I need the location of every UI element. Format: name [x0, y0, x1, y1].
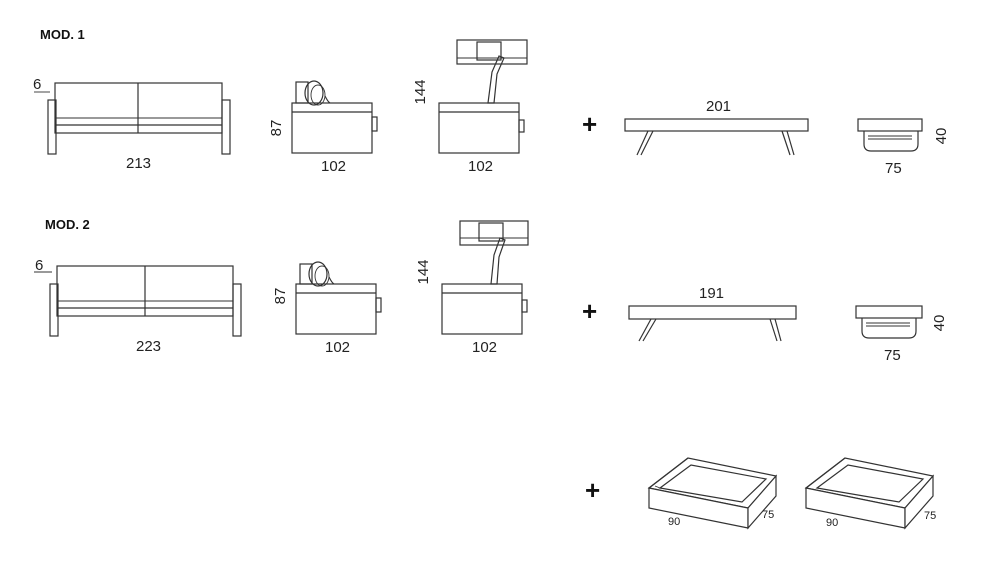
drawer-1-width-label: 90	[668, 516, 680, 528]
mod2-sofa-side-view	[295, 261, 382, 335]
mod1-side-height-label: 87	[268, 120, 285, 137]
mod2-arm-label: 6	[35, 257, 43, 274]
mod2-side-height-label: 87	[272, 288, 289, 305]
mod1-open-bed-view	[438, 39, 528, 154]
mod1-title: MOD. 1	[40, 27, 85, 42]
mod1-bed-length-label: 201	[706, 98, 731, 115]
mod1-plus-sign: +	[582, 109, 597, 139]
mod1-side-depth-label: 102	[321, 158, 346, 175]
mod1-open-depth-label: 102	[468, 158, 493, 175]
mod2-open-height-label: 144	[415, 259, 432, 284]
mod1-front-width-label: 213	[126, 155, 151, 172]
mod2-bed-end-height-label: 40	[931, 315, 948, 332]
mod2-bed-end-width-label: 75	[884, 347, 901, 364]
mod1-sofa-side-view	[291, 80, 378, 154]
mod1-bed-end-view	[857, 118, 923, 152]
drawer-2-view	[804, 457, 935, 530]
mod2-bed-frame-view	[628, 305, 797, 342]
mod2-open-bed-view	[441, 220, 529, 335]
mod2-front-width-label: 223	[136, 338, 161, 355]
mod1-arm-label: 6	[33, 76, 41, 93]
mod2-bed-length-label: 191	[699, 285, 724, 302]
drawer-2-width-label: 90	[826, 517, 838, 529]
drawer-2-depth-label: 75	[924, 510, 936, 522]
mod2-plus-sign: +	[582, 296, 597, 326]
mod1-bed-frame-view	[624, 118, 809, 156]
mod2-title: MOD. 2	[45, 217, 90, 232]
drawer-1-view	[647, 457, 778, 530]
mod2-sofa-front-view	[34, 265, 242, 337]
drawers-plus-sign: +	[585, 475, 600, 505]
mod2-bed-end-view	[855, 305, 923, 339]
mod1-open-height-label: 144	[412, 79, 429, 104]
mod1-bed-end-width-label: 75	[885, 160, 902, 177]
mod1-sofa-front-view	[34, 82, 231, 155]
mod2-side-depth-label: 102	[325, 339, 350, 356]
mod2-open-depth-label: 102	[472, 339, 497, 356]
mod1-bed-end-height-label: 40	[933, 128, 950, 145]
drawer-1-depth-label: 75	[762, 509, 774, 521]
